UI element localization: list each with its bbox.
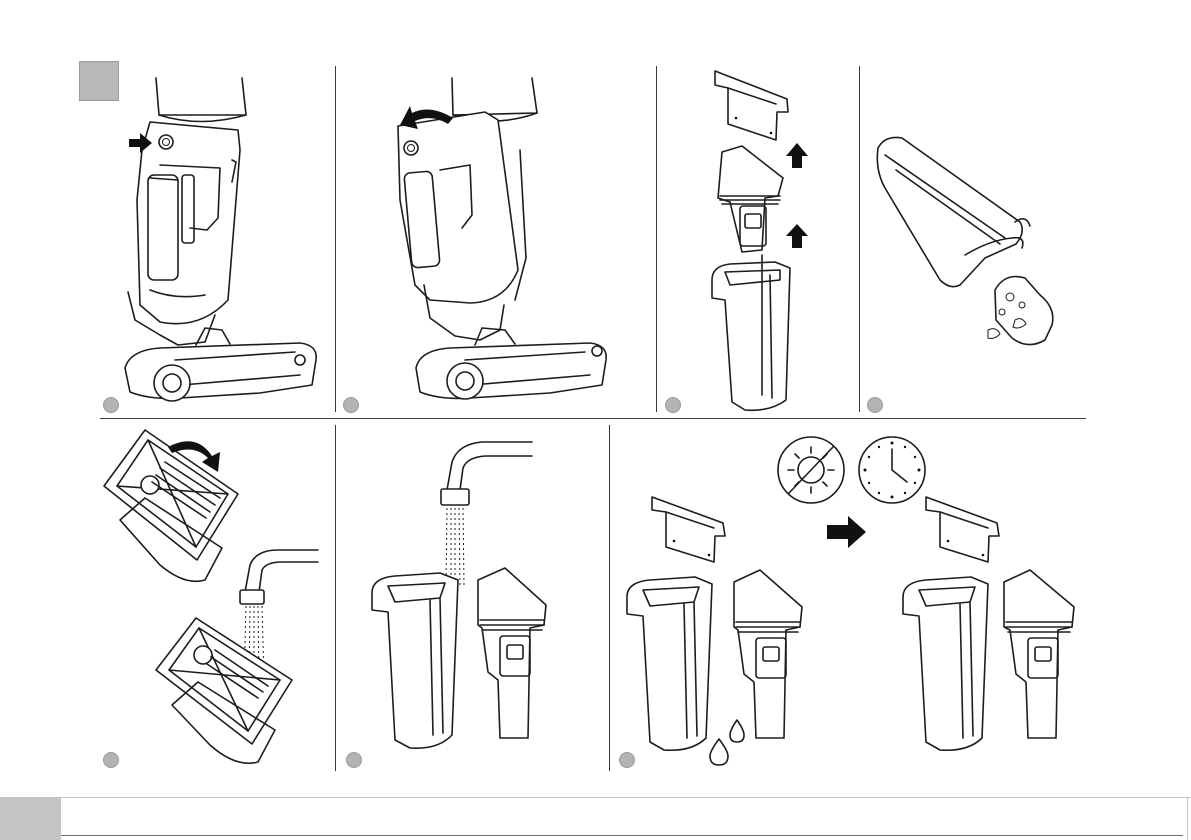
step-6-rinse-illustration: [372, 442, 546, 748]
step-7-dry-illustration: [627, 437, 1074, 765]
clock-icon: [859, 437, 925, 503]
no-sun-icon: [778, 437, 844, 503]
up-arrow-icon: [786, 224, 808, 248]
page-footer: [0, 797, 1191, 839]
step-5-filter-illustration: [104, 430, 318, 763]
footer-page-tab: [0, 798, 61, 840]
step-4-empty-tank-illustration: [877, 137, 1052, 344]
up-arrow-icon: [786, 143, 808, 168]
footer-rule: [61, 835, 1183, 836]
footer-edge: [1187, 798, 1188, 840]
step-2-vacuum-illustration: [398, 78, 606, 399]
water-drops-icon: [710, 720, 744, 765]
step-1-vacuum-illustration: [125, 78, 316, 401]
right-arrow-icon: [827, 516, 866, 548]
step-3-tank-illustration: [712, 71, 808, 410]
